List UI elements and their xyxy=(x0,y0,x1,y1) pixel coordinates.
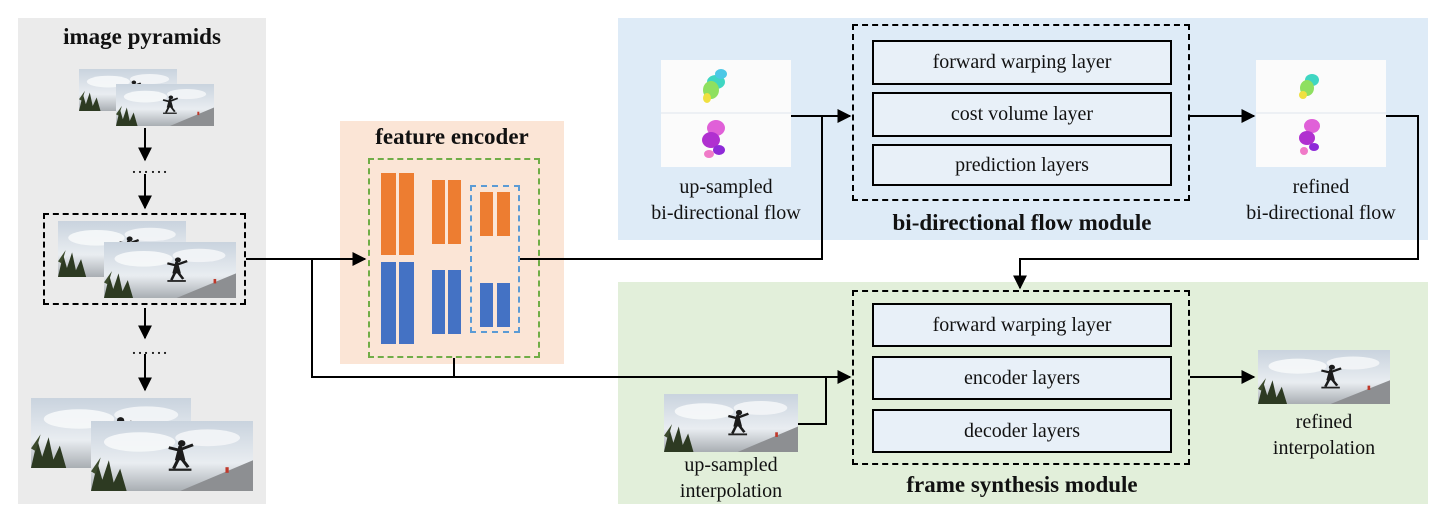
encoder-orange-bar xyxy=(381,173,396,255)
encoder-blue-dashed-box xyxy=(470,185,520,333)
flow-output-caption-line2: bi-directional flow xyxy=(1246,202,1396,224)
image-pyramids-title: image pyramids xyxy=(63,24,221,49)
synthesis-input-caption-line2: interpolation xyxy=(679,480,783,502)
encoder-orange-bar xyxy=(497,192,510,236)
pyramid-ellipsis-bottom: …… xyxy=(131,338,169,358)
flow-module-title: bi-directional flow module xyxy=(892,210,1152,235)
encoder-blue-bar xyxy=(399,262,414,344)
synthesis-forward-warping-layer: forward warping layer xyxy=(872,303,1172,347)
encoder-blue-bar xyxy=(448,270,461,334)
synthesis-module-dashed-box xyxy=(852,290,1190,465)
pyramid-ellipsis-top: …… xyxy=(131,157,169,177)
encoder-blue-bar xyxy=(480,283,493,327)
feature-encoder-title: feature encoder xyxy=(375,124,529,149)
flow-forward-warping-layer: forward warping layer xyxy=(872,40,1172,85)
flow-output-caption-line1: refined xyxy=(1292,176,1350,198)
encoder-blue-bar xyxy=(381,262,396,344)
pyramid-selected-level-box xyxy=(43,213,246,305)
synthesis-output-caption-line2: interpolation xyxy=(1272,437,1376,459)
upsampled-flow-image xyxy=(661,60,791,167)
flow-prediction-layers: prediction layers xyxy=(872,144,1172,186)
synthesis-input-caption-line1: up-sampled xyxy=(684,454,778,476)
refined-flow-image xyxy=(1256,60,1386,167)
flow-input-caption-line2: bi-directional flow xyxy=(651,202,801,224)
synthesis-output-caption-line1: refined xyxy=(1295,411,1353,433)
synthesis-encoder-layers: encoder layers xyxy=(872,356,1172,400)
synthesis-decoder-layers: decoder layers xyxy=(872,409,1172,453)
flow-cost-volume-layer: cost volume layer xyxy=(872,92,1172,137)
encoder-orange-bar xyxy=(432,180,445,244)
encoder-blue-bar xyxy=(432,270,445,334)
encoder-orange-bar xyxy=(480,192,493,236)
flow-module-dashed-box xyxy=(852,24,1190,201)
encoder-orange-bar xyxy=(399,173,414,255)
flow-input-caption-line1: up-sampled xyxy=(679,176,773,198)
encoder-blue-bar xyxy=(497,283,510,327)
synthesis-module-title: frame synthesis module xyxy=(906,472,1138,497)
encoder-orange-bar xyxy=(448,180,461,244)
